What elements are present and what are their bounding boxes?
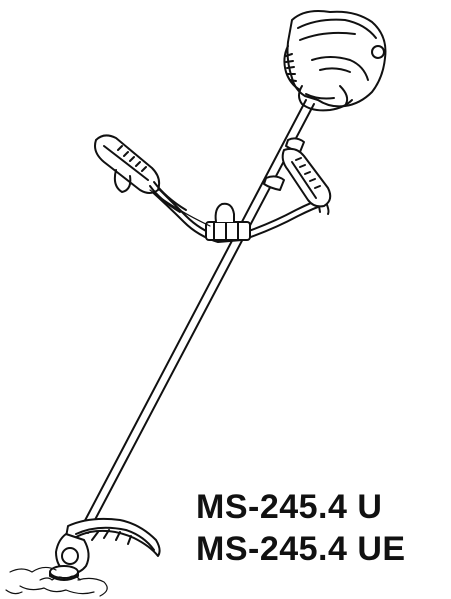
handlebar (147, 179, 330, 243)
model-name-ue: MS-245.4 UE (196, 530, 406, 568)
engine-housing (283, 10, 387, 112)
drive-shaft (79, 99, 315, 534)
left-grip (94, 134, 187, 213)
model-designations: MS-245.4 U MS-245.4 UE (196, 486, 448, 570)
model-name-u: MS-245.4 U (196, 488, 383, 526)
cutting-head (5, 517, 161, 597)
right-grip (281, 147, 332, 208)
